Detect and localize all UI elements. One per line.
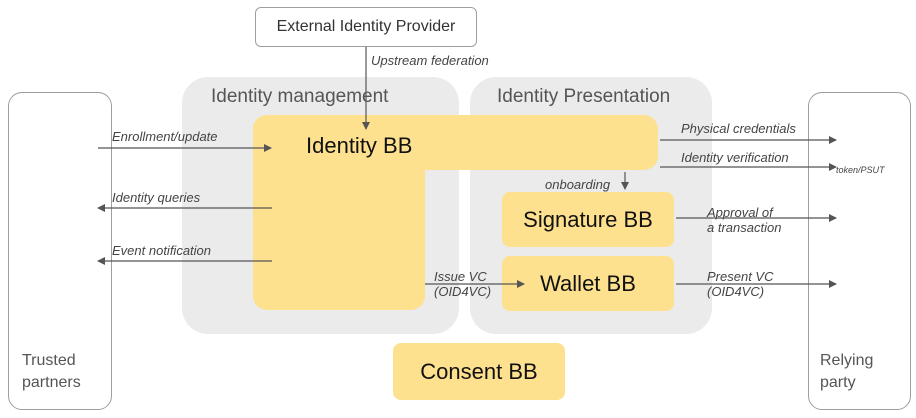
issue-vc-line2: (OID4VC)	[434, 284, 492, 299]
external-idp-box	[255, 7, 477, 47]
identity-queries-label: Identity queries	[112, 190, 201, 205]
external-idp-label: External Identity Provider	[276, 18, 456, 35]
trusted-partners-label: Trusted partners	[22, 350, 81, 394]
wallet-bb-label: Wallet BB	[540, 271, 636, 296]
issue-vc-label: Issue VC (OID4VC)	[434, 269, 491, 299]
identity-bb-label: Identity BB	[306, 133, 413, 158]
approval-line2: a transaction	[707, 220, 782, 235]
token-psut-label: token/PSUT	[836, 165, 885, 175]
trusted-partners-line1: Trusted	[22, 352, 76, 369]
present-vc-line2: (OID4VC)	[707, 284, 765, 299]
identity-presentation-title: Identity Presentation	[497, 86, 671, 107]
present-vc-label: Present VC (OID4VC)	[707, 269, 773, 299]
onboarding-label: onboarding	[545, 177, 611, 192]
consent-bb-label: Consent BB	[420, 359, 538, 384]
enrollment-update-label: Enrollment/update	[112, 129, 218, 144]
identity-bb-horizontal	[253, 115, 658, 170]
consent-bb-box	[393, 343, 565, 400]
relying-party-line1: Relying	[820, 352, 874, 369]
wallet-bb-box	[502, 256, 674, 311]
relying-party-box	[808, 92, 911, 410]
identity-management-title: Identity management	[211, 86, 389, 107]
physical-credentials-label: Physical credentials	[681, 121, 796, 136]
signature-bb-label: Signature BB	[523, 207, 653, 232]
signature-bb-box	[502, 192, 674, 247]
present-vc-line1: Present VC	[707, 269, 774, 284]
relying-party-line2: party	[820, 374, 856, 391]
event-notification-label: Event notification	[112, 243, 212, 258]
approval-line1: Approval of	[707, 205, 773, 220]
upstream-federation-label: Upstream federation	[371, 53, 489, 68]
identity-verification-label: Identity verification	[681, 150, 789, 165]
approval-label: Approval of a transaction	[707, 205, 781, 235]
relying-party-label: Relying party	[820, 350, 873, 394]
issue-vc-line1: Issue VC	[434, 269, 487, 284]
trusted-partners-box	[8, 92, 112, 410]
trusted-partners-line2: partners	[22, 374, 81, 391]
